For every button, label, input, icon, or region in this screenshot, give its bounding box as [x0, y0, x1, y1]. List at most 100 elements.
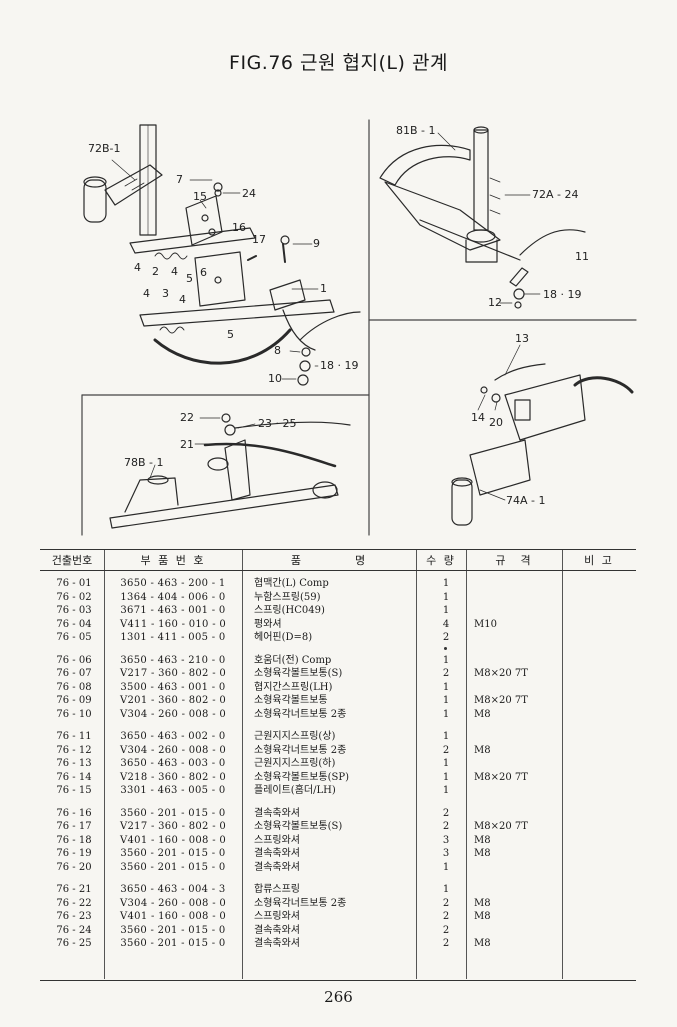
table-col-divider	[242, 549, 243, 979]
cell-ref-number: 76 - 19	[56, 848, 92, 859]
callout-23-25: 23 · 25	[258, 417, 297, 430]
callout-1: 1	[320, 282, 327, 295]
cell-specification	[466, 654, 562, 668]
callout-12: 12	[488, 296, 502, 309]
cell-specification: M8	[474, 848, 491, 859]
cell-quantity: 1	[442, 654, 450, 666]
callout-5b: 5	[227, 328, 234, 341]
cell-part-number: 3560 - 201 - 015 - 0	[120, 924, 226, 936]
cell-ref-number: 76 - 24	[56, 924, 92, 936]
cell-part-number: 3650 - 463 - 200 - 1	[120, 578, 226, 589]
cell-part-name: 합류스프링	[254, 884, 300, 895]
cell-part-number: V304 - 260 - 008 - 0	[119, 708, 227, 720]
cell-part-number: V304 - 260 - 008 - 0	[119, 897, 227, 909]
cell-remarks	[562, 577, 636, 591]
cell-part-number: V401 - 160 - 008 - 0	[119, 911, 227, 922]
callout-14: 14	[471, 411, 485, 424]
cell-quantity: 2	[442, 807, 450, 819]
cell-part-number: 3650 - 463 - 004 - 3	[120, 884, 226, 895]
cell-quantity: 1	[442, 771, 450, 783]
cell-specification	[466, 631, 562, 645]
cell-specification	[466, 924, 562, 938]
callout-9: 9	[313, 237, 320, 250]
cell-ref-number: 76 - 14	[56, 771, 92, 783]
callout-4b: 4	[171, 265, 178, 278]
cell-ref-number: 76 - 17	[56, 821, 92, 832]
table-bottom-rule	[40, 980, 636, 981]
cell-ref-number: 76 - 25	[56, 938, 92, 949]
cell-part-name: 헤어핀(D=8)	[254, 632, 313, 643]
cell-quantity: 2	[442, 821, 450, 832]
callout-24: 24	[242, 187, 256, 200]
cell-remarks	[562, 618, 636, 632]
header-part-name: 품 명	[290, 554, 368, 567]
cell-specification	[466, 757, 562, 771]
cell-ref-number: 76 - 03	[56, 605, 92, 616]
table-header: 건출번호 부 품 번 호 품 명 수 량 규 격 비 고	[40, 549, 636, 571]
callout-20: 20	[489, 416, 503, 429]
cell-specification	[466, 577, 562, 591]
cell-part-name: 스프링와셔	[254, 834, 300, 846]
table-col-divider	[466, 549, 467, 979]
header-quantity: 수 량	[426, 554, 456, 567]
cell-ref-number: 76 - 21	[56, 884, 92, 895]
callout-15: 15	[193, 190, 207, 203]
cell-quantity: 1	[442, 578, 450, 589]
cell-part-number: V217 - 360 - 802 - 0	[119, 668, 227, 679]
cell-remarks	[562, 861, 636, 875]
cell-ref-number: 76 - 02	[56, 591, 92, 603]
cell-part-number: V201 - 360 - 802 - 0	[119, 695, 227, 706]
cell-part-number: 3650 - 463 - 003 - 0	[120, 758, 226, 769]
cell-part-number: 1301 - 411 - 005 - 0	[120, 632, 226, 643]
header-specification: 규 격	[495, 554, 533, 567]
cell-part-number: V217 - 360 - 802 - 0	[119, 821, 227, 832]
cell-part-number: V218 - 360 - 802 - 0	[119, 771, 227, 783]
cell-part-number: V304 - 260 - 008 - 0	[119, 744, 227, 756]
cell-remarks	[562, 654, 636, 668]
cell-part-number: 3301 - 463 - 005 - 0	[120, 785, 226, 796]
cell-specification	[466, 604, 562, 618]
table-col-divider	[104, 549, 105, 979]
cell-ref-number: 76 - 13	[56, 758, 92, 769]
cell-part-name: 근원지지스프링(상)	[254, 731, 336, 742]
cell-part-name: 결속축와셔	[254, 924, 300, 936]
callout-7: 7	[176, 173, 183, 186]
cell-part-number: 3560 - 201 - 015 - 0	[120, 938, 226, 949]
callout-4a: 4	[134, 261, 141, 274]
cell-part-number: 3560 - 201 - 015 - 0	[120, 848, 226, 859]
cell-part-name: 협맥간(L) Comp	[254, 578, 329, 589]
lower-right-assembly	[451, 363, 634, 526]
cell-specification	[466, 591, 562, 605]
cell-part-name: 스프링(HC049)	[254, 605, 325, 616]
callout-16: 16	[232, 221, 246, 234]
cell-quantity: 1	[442, 681, 450, 693]
cell-part-name: 소형육각볼트보통(S)	[254, 821, 343, 832]
cell-quantity: 1	[442, 695, 450, 706]
cell-quantity: 4	[442, 618, 450, 630]
cell-quantity: 2	[442, 632, 450, 643]
cell-specification	[466, 730, 562, 744]
cell-part-name: 근원지지스프링(하)	[254, 758, 336, 769]
cell-remarks	[562, 784, 636, 798]
cell-remarks	[562, 924, 636, 938]
cell-ref-number: 76 - 15	[56, 785, 92, 796]
cell-part-number: 3671 - 463 - 001 - 0	[120, 605, 226, 616]
cell-quantity: 2	[442, 897, 450, 909]
cell-quantity: 2	[442, 911, 450, 922]
diagram-drawing	[81, 119, 637, 536]
